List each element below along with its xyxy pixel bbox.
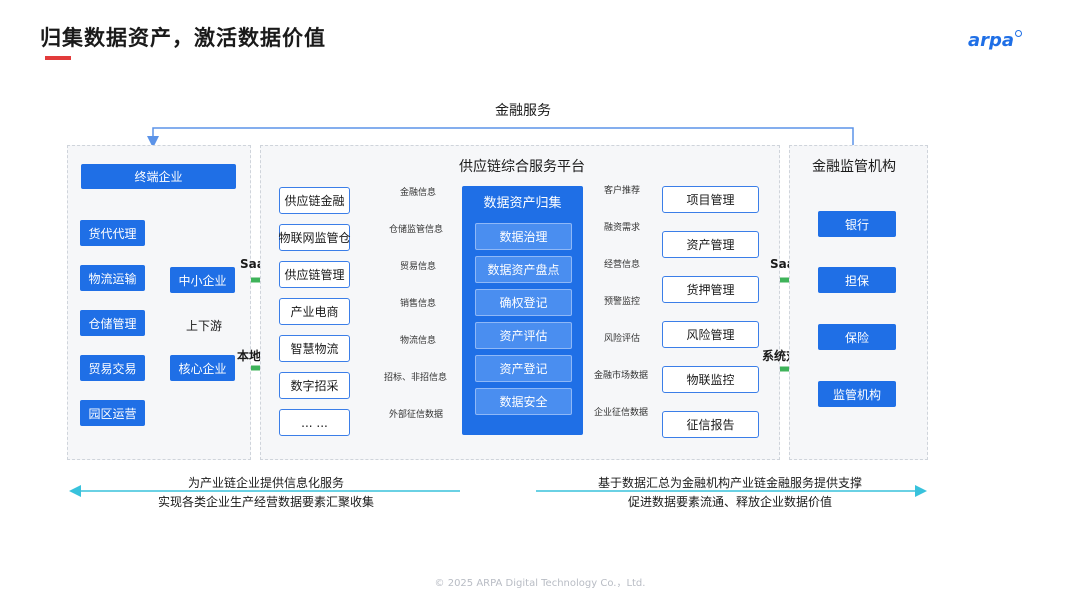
source-smart-logistics: 智慧物流 [279, 335, 350, 362]
bottom-left-line2: 实现各类企业生产经营数据要素汇聚收集 [157, 495, 374, 509]
flow-label-credit-data: 外部征信数据 [389, 410, 444, 420]
bottom-right-line2: 促进数据要素流通、释放企业数据价值 [627, 495, 832, 509]
flow-label-warning-monitor: 预警监控 [604, 297, 641, 307]
bottom-right-line1: 基于数据汇总为金融机构产业链金融服务提供支撑 [597, 476, 862, 490]
arpa-logo: arpa [968, 30, 1023, 51]
left-item-logistics: 物流运输 [80, 265, 145, 291]
source-supply-chain-finance: 供应链金融 [279, 187, 350, 214]
left-item-freight-agency: 货代代理 [80, 220, 145, 246]
source-iot-warehouse: 物联网监管仓 [279, 224, 351, 251]
output-asset-management: 资产管理 [662, 231, 759, 258]
bottom-left-line1: 为产业链企业提供信息化服务 [187, 476, 344, 490]
page-title: 归集数据资产，激活数据价值 [40, 26, 326, 50]
flow-label-finance-info: 金融信息 [400, 188, 437, 198]
left-item-trade: 贸易交易 [80, 355, 145, 381]
copyright-footer: © 2025 ARPA Digital Technology Co.，Ltd. [434, 578, 646, 589]
title-accent-bar [45, 56, 71, 60]
core-item-asset-evaluation: 资产评估 [475, 322, 572, 349]
core-item-asset-registration: 资产登记 [475, 355, 572, 382]
core-enterprise-box: 核心企业 [170, 355, 235, 381]
source-more: ... ... [279, 409, 350, 436]
upstream-downstream-label: 上下游 [186, 319, 223, 333]
flow-label-enterprise-credit: 企业征信数据 [594, 408, 649, 418]
flow-label-customer-recommend: 客户推荐 [604, 186, 641, 196]
flow-label-operating-info: 经营信息 [604, 260, 641, 270]
output-iot-monitoring: 物联监控 [662, 366, 759, 393]
logo-registered-mark [1015, 30, 1023, 37]
flow-label-financing-demand: 融资需求 [604, 223, 641, 233]
output-risk-management: 风险管理 [662, 321, 759, 348]
flow-label-warehouse-info: 仓储监管信息 [389, 225, 444, 235]
terminal-enterprise-box: 终端企业 [81, 164, 236, 189]
flow-label-logistics-info: 物流信息 [400, 336, 437, 346]
financial-services-label: 金融服务 [495, 103, 551, 119]
source-digital-procurement: 数字招采 [279, 372, 350, 399]
data-asset-core-title: 数据资产归集 [483, 196, 562, 211]
output-credit-report: 征信报告 [662, 411, 759, 438]
regulator-guarantee: 担保 [818, 267, 896, 293]
flow-label-market-data: 金融市场数据 [594, 371, 649, 381]
core-item-data-governance: 数据治理 [475, 223, 572, 250]
left-item-park-operation: 园区运营 [80, 400, 145, 426]
flow-label-trade-info: 贸易信息 [400, 262, 437, 272]
core-item-rights-registration: 确权登记 [475, 289, 572, 316]
regulator-insurance: 保险 [818, 324, 896, 350]
sme-box: 中小企业 [170, 267, 235, 293]
flow-label-risk-assessment: 风险评估 [604, 334, 641, 344]
source-industrial-ecommerce: 产业电商 [279, 298, 350, 325]
output-project-management: 项目管理 [662, 186, 759, 213]
source-supply-chain-management: 供应链管理 [279, 261, 350, 288]
left-item-warehousing: 仓储管理 [80, 310, 145, 336]
platform-title: 供应链综合服务平台 [459, 159, 585, 175]
regulator-bank: 银行 [818, 211, 896, 237]
regulator-title: 金融监管机构 [812, 159, 896, 175]
regulator-panel [789, 145, 928, 460]
logo-text: arpa [968, 30, 1015, 51]
regulator-authority: 监管机构 [818, 381, 896, 407]
output-pledge-management: 货押管理 [662, 276, 759, 303]
core-item-data-security: 数据安全 [475, 388, 572, 415]
flow-label-sales-info: 销售信息 [400, 299, 437, 309]
flow-label-tender-info: 招标、非招信息 [384, 373, 448, 383]
core-item-asset-inventory: 数据资产盘点 [475, 256, 572, 283]
